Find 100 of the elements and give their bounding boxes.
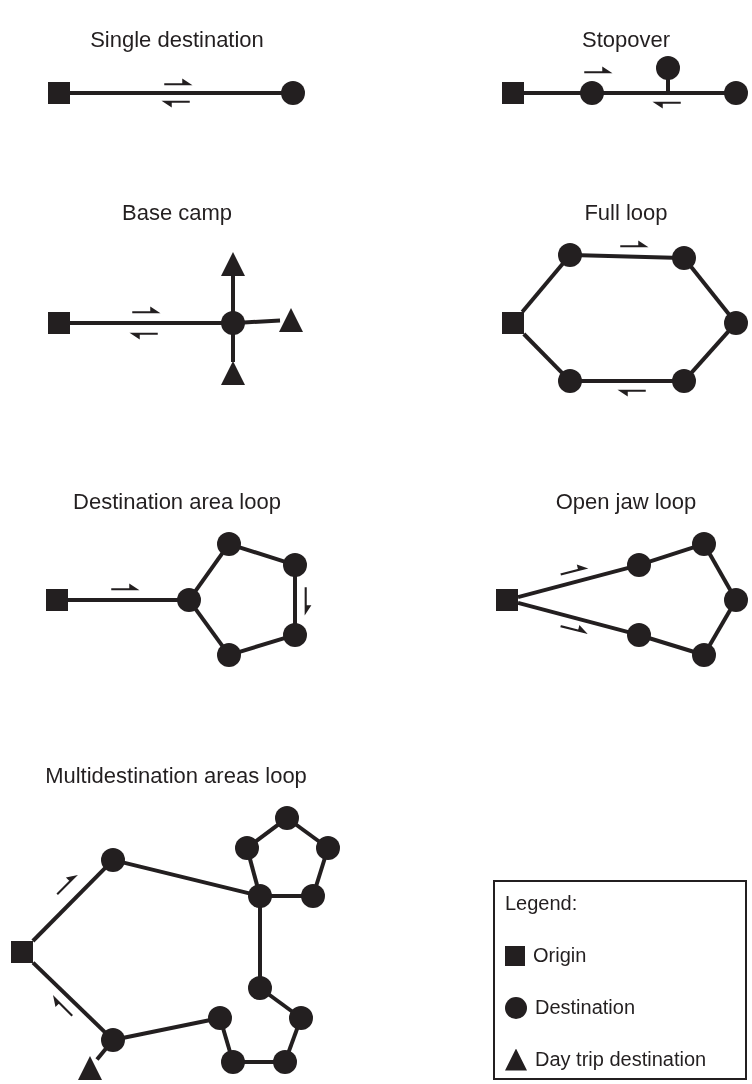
destination-circle <box>248 976 272 1000</box>
direction-arrow <box>560 625 588 635</box>
route-line <box>254 823 280 843</box>
origin-square <box>11 941 33 963</box>
route-line <box>648 636 695 654</box>
route-line <box>524 91 581 95</box>
route-line <box>603 91 725 95</box>
origin-square <box>502 312 524 334</box>
route-line <box>581 379 673 383</box>
destination-circle <box>627 553 651 577</box>
destination-circle <box>101 848 125 872</box>
origin-square <box>502 82 524 104</box>
direction-arrow <box>617 389 646 397</box>
route-line <box>231 334 235 362</box>
destination-circle <box>672 246 696 270</box>
destination-circle <box>692 643 716 667</box>
destination-circle <box>672 369 696 393</box>
destination-circle <box>724 311 748 335</box>
legend-title: Legend: <box>505 892 578 915</box>
destination-circle <box>273 1050 297 1074</box>
direction-arrow <box>161 100 190 108</box>
route-line <box>31 961 107 1034</box>
destination-circle <box>177 588 201 612</box>
origin-square <box>46 589 68 611</box>
route-line <box>286 1027 300 1053</box>
destination-circle <box>656 56 680 80</box>
panel-title: Destination area loop <box>73 489 281 515</box>
route-line <box>258 907 262 977</box>
destination-circle <box>101 1028 125 1052</box>
destination-circle <box>248 884 272 908</box>
panel-title: Open jaw loop <box>555 489 697 515</box>
destination-circle <box>558 243 582 267</box>
origin-square <box>496 589 518 611</box>
route-line <box>522 332 564 375</box>
route-line <box>193 607 225 648</box>
destination-circle <box>289 1006 313 1030</box>
route-line <box>31 866 107 943</box>
route-line <box>70 91 282 95</box>
destination-circle <box>283 553 307 577</box>
panel-title: Multidestination areas loop <box>45 763 307 789</box>
route-line <box>648 545 695 564</box>
direction-arrow <box>652 101 681 109</box>
destination-circle <box>217 643 241 667</box>
route-line <box>520 262 565 314</box>
direction-arrow <box>53 995 73 1017</box>
route-line <box>123 860 250 896</box>
route-line <box>580 253 674 260</box>
destination-circle <box>301 884 325 908</box>
legend-label: Origin <box>533 944 587 967</box>
route-line <box>123 1018 210 1040</box>
origin-square <box>48 312 70 334</box>
direction-arrow <box>620 240 649 248</box>
destination-circle <box>580 81 604 105</box>
route-line <box>238 636 286 654</box>
route-line <box>517 601 629 635</box>
route-line <box>517 565 629 599</box>
destination-circle <box>235 836 259 860</box>
route-line <box>267 992 294 1014</box>
route-line <box>707 608 733 647</box>
route-line <box>221 1028 232 1052</box>
route-line <box>666 79 670 93</box>
destination-circle <box>627 623 651 647</box>
route-line <box>70 321 222 325</box>
direction-arrow <box>111 583 140 591</box>
direction-arrow <box>56 875 78 895</box>
panel-title: Stopover <box>581 27 671 53</box>
route-line <box>243 318 281 325</box>
direction-arrow <box>584 66 613 74</box>
route-line <box>689 265 731 316</box>
legend-label: Destination <box>535 996 636 1019</box>
route-line <box>193 551 225 593</box>
destination-circle <box>221 311 245 335</box>
route-line <box>707 552 733 592</box>
destination-circle <box>221 1050 245 1074</box>
route-line <box>293 576 297 624</box>
destination-circle <box>558 369 582 393</box>
destination-circle <box>283 623 307 647</box>
legend-label: Day trip destination <box>535 1048 707 1071</box>
direction-arrow <box>132 306 161 314</box>
destination-circle <box>692 532 716 556</box>
direction-arrow <box>164 78 193 86</box>
direction-arrow <box>304 587 312 616</box>
destination-circle <box>724 81 748 105</box>
route-line <box>271 894 302 898</box>
panel-title: Full loop <box>584 200 668 226</box>
route-line <box>244 1060 274 1064</box>
route-line <box>314 857 327 887</box>
route-line <box>231 275 235 312</box>
origin-square <box>48 82 70 104</box>
route-line <box>294 822 321 844</box>
panel-title: Base camp <box>121 200 233 226</box>
direction-arrow <box>560 564 589 576</box>
route-line <box>238 545 286 564</box>
destination-circle <box>316 836 340 860</box>
destination-circle <box>217 532 241 556</box>
route-line <box>247 858 260 886</box>
destination-circle <box>281 81 305 105</box>
route-line <box>68 598 178 602</box>
destination-circle <box>208 1006 232 1030</box>
destination-circle <box>275 806 299 830</box>
